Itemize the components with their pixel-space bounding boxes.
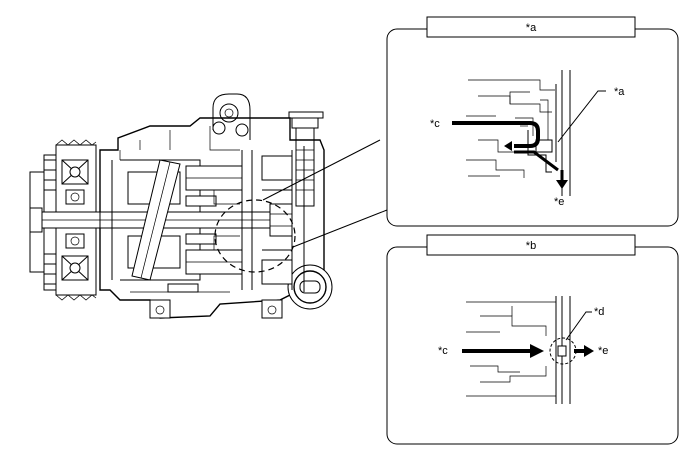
detail-panel-a: *a *a *c *e (386, 16, 679, 227)
detail-circle (214, 199, 296, 273)
label-e-upper: *e (554, 196, 564, 208)
label-c-lower: *c (438, 345, 448, 357)
panel-b-title: *b (526, 240, 536, 252)
panel-a-title: *a (526, 22, 537, 34)
label-d-lower: *d (594, 306, 604, 318)
label-c-upper: *c (430, 118, 440, 130)
detail-panel-b: *b *c *d *e (386, 234, 679, 445)
detail-leader-lines (262, 139, 388, 248)
label-e-lower: *e (598, 345, 608, 357)
label-a-callout: *a (614, 86, 625, 98)
compressor-cross-section (29, 93, 333, 319)
